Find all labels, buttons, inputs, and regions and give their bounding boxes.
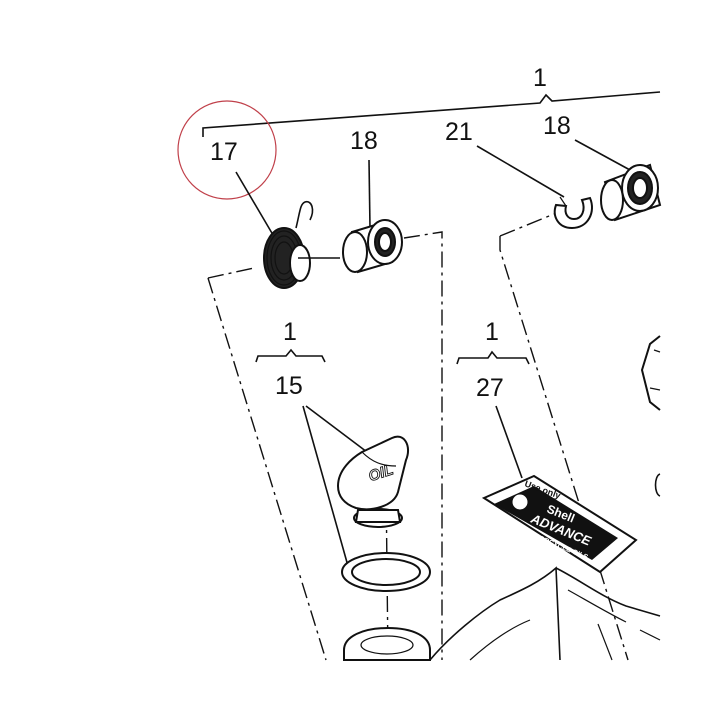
leader-bearing-right: [574, 139, 631, 171]
shell-logo-icon: [511, 493, 529, 511]
callout-cap-group-qty: 1: [283, 318, 297, 346]
filler-neck-part: [343, 626, 431, 661]
cap-group-bracket: 1 15: [255, 318, 368, 567]
torsion-spring-part: [263, 200, 340, 289]
leader-clip: [476, 145, 565, 198]
callout-decal: 27: [476, 374, 504, 402]
callout-bearing-left: 18: [350, 127, 378, 155]
oring-part: [341, 552, 431, 592]
leader-bearing-left: [368, 159, 371, 229]
callout-decal-group-qty: 1: [485, 318, 499, 346]
callout-spring: 17: [210, 138, 238, 166]
needle-bearing-left-part: [342, 219, 403, 274]
shell-decal-part: Use only Shell ADVANCE MOTORCYCLE OILS: [481, 474, 638, 574]
oil-filler-cap-part: OIL: [336, 435, 410, 528]
leader-spring: [235, 171, 277, 241]
callout-top-assembly: 1: [533, 64, 547, 92]
decal-group-bracket: 1 27: [456, 318, 530, 479]
assembly-bracket: 1: [202, 64, 661, 137]
leader-cap: [305, 405, 368, 453]
retaining-clip-part: [553, 196, 593, 230]
callout-cap: 15: [275, 372, 303, 400]
engine-casing-part: [429, 566, 661, 661]
cap-oil-text: OIL: [366, 461, 395, 485]
cropped-bolt-part: [640, 335, 661, 497]
callout-clip: 21: [445, 118, 473, 146]
leader-decal: [495, 405, 523, 479]
needle-bearing-right-part: [600, 163, 662, 222]
callout-bearing-right: 18: [543, 112, 571, 140]
leader-cap-oring: [302, 405, 349, 567]
highlight-circle: [177, 100, 277, 200]
